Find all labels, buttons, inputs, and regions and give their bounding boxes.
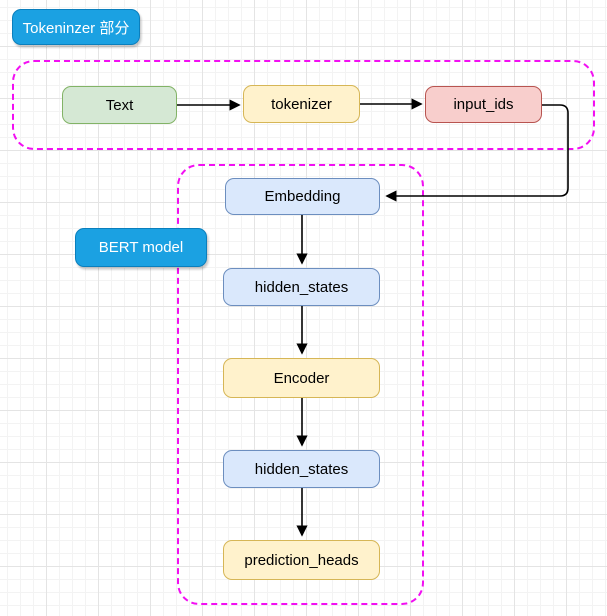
node-encoder-label: Encoder: [273, 369, 330, 387]
tokenizer-section-label[interactable]: Tokeninzer 部分: [12, 9, 140, 45]
node-prediction-heads[interactable]: prediction_heads: [223, 540, 380, 580]
node-tokenizer[interactable]: tokenizer: [243, 85, 360, 123]
node-hidden-states-1-label: hidden_states: [254, 278, 349, 296]
node-text[interactable]: Text: [62, 86, 177, 124]
node-text-label: Text: [105, 96, 134, 114]
tokenizer-section-label-text: Tokeninzer 部分: [22, 19, 130, 37]
tokenizer-section-container[interactable]: [12, 60, 595, 150]
node-encoder[interactable]: Encoder: [223, 358, 380, 398]
node-embedding-label: Embedding: [264, 188, 341, 205]
node-tokenizer-label: tokenizer: [271, 95, 332, 113]
node-embedding[interactable]: Embedding: [225, 178, 380, 215]
node-prediction-heads-label: prediction_heads: [244, 551, 359, 569]
node-input-ids-label: input_ids: [453, 96, 514, 113]
bert-model-label[interactable]: BERT model: [75, 228, 207, 267]
bert-section-container[interactable]: [177, 164, 424, 605]
node-hidden-states-2[interactable]: hidden_states: [223, 450, 380, 488]
node-hidden-states-1[interactable]: hidden_states: [223, 268, 380, 306]
node-input-ids[interactable]: input_ids: [425, 86, 542, 123]
bert-model-label-text: BERT model: [98, 239, 184, 256]
node-hidden-states-2-label: hidden_states: [254, 460, 349, 478]
